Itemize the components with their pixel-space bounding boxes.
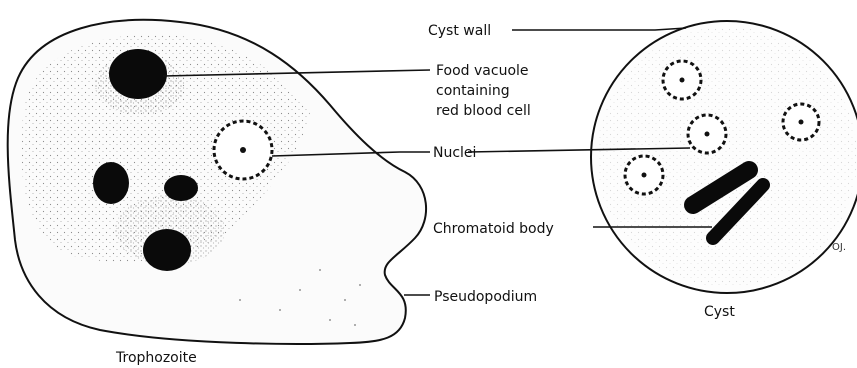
cyst-nucleus-icon	[688, 115, 726, 153]
food-vacuole-icon	[164, 175, 198, 201]
label-food-vacuole-line3: red blood cell	[436, 103, 531, 119]
label-food-vacuole-line1: Food vacuole	[436, 63, 529, 79]
food-vacuole-icon	[109, 49, 167, 99]
caption-cyst: Cyst	[704, 304, 735, 320]
label-food-vacuole-line2: containing	[436, 83, 510, 99]
cyst: OJ.	[591, 21, 857, 293]
food-vacuole-icon	[93, 162, 129, 204]
trophozoite-nucleus-icon	[214, 121, 272, 179]
label-cyst-wall: Cyst wall	[428, 23, 491, 39]
cyst-nucleus-icon	[625, 156, 663, 194]
caption-trophozoite: Trophozoite	[115, 350, 197, 366]
label-pseudopodium: Pseudopodium	[434, 289, 537, 305]
food-vacuole-icon	[143, 229, 191, 271]
label-chromatoid-body: Chromatoid body	[433, 221, 554, 237]
cyst-nucleus-icon	[663, 61, 701, 99]
artist-signature: OJ.	[832, 242, 846, 253]
label-nuclei: Nuclei	[433, 145, 476, 161]
cyst-nucleus-icon	[783, 104, 819, 140]
trophozoite	[8, 20, 426, 344]
